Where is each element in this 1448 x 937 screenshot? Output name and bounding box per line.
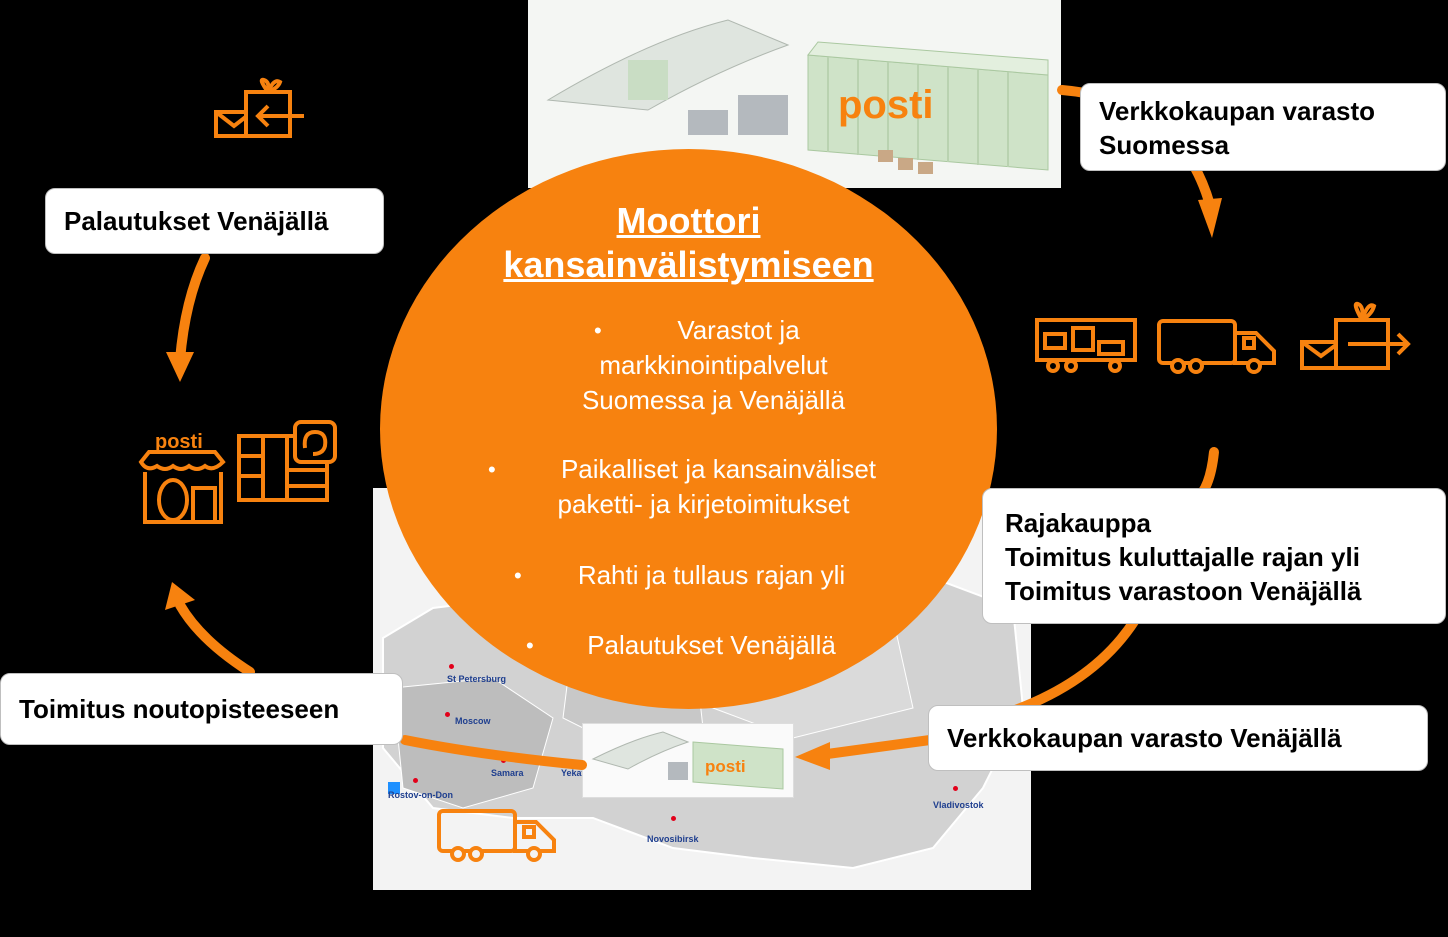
label-line: Suomessa — [1099, 130, 1230, 160]
bullet-freight: • Rahti ja tullaus rajan yli — [380, 558, 997, 593]
circle-title-line2: kansainvälistymiseen — [503, 244, 874, 285]
bullet-dot: • — [488, 457, 496, 482]
label-line: Toimitus kuluttajalle rajan yli — [1005, 542, 1360, 572]
arrow-returns-to-store — [175, 253, 210, 365]
city-dot — [413, 778, 418, 783]
city-rostov-on-don: Rostov-on-Don — [388, 790, 453, 800]
label-border-trade: Rajakauppa Toimitus kuluttajalle rajan y… — [982, 488, 1446, 624]
bullet-warehouses: • Varastot ja markkinointipalvelut Suome… — [380, 313, 997, 418]
label-line: Palautukset Venäjällä — [64, 206, 329, 236]
bullet-returns: • Palautukset Venäjällä — [380, 628, 997, 663]
bullet-line: Suomessa ja Venäjällä — [581, 385, 846, 415]
city-yekat: Yekat — [561, 768, 585, 778]
map-delivery-truck-icon — [437, 809, 556, 862]
warehouse-logo: posti — [838, 83, 934, 127]
city-dot — [953, 786, 958, 791]
label-line: Toimitus noutopisteeseen — [19, 694, 340, 724]
warehouse-small-illustration: posti — [591, 731, 784, 790]
parcel-send-icon — [1300, 301, 1411, 370]
bullet-line: Paikalliset ja kansainväliset — [560, 454, 877, 484]
center-circle: Moottori kansainvälistymiseen • Varastot… — [380, 149, 997, 709]
arrow-head — [795, 742, 830, 770]
circle-title-line1: Moottori — [616, 200, 761, 241]
posti-store-icon: posti — [138, 431, 226, 524]
bullet-deliveries: • Paikalliset ja kansainväliset paketti-… — [380, 452, 997, 522]
parcel-return-icon — [214, 77, 304, 138]
city-moscow: Moscow — [455, 716, 491, 726]
parcel-locker-icon — [237, 420, 337, 502]
warehouse-truck-icon — [1035, 318, 1137, 373]
bullet-line: Rahti ja tullaus rajan yli — [577, 560, 846, 590]
circle-title: Moottori kansainvälistymiseen — [380, 199, 997, 287]
arrow-head — [166, 352, 194, 382]
arrow-head — [165, 582, 195, 610]
label-line: Verkkokaupan varasto — [1099, 96, 1376, 126]
label-returns: Palautukset Venäjällä — [45, 188, 384, 254]
city-novosibirsk: Novosibirsk — [647, 834, 699, 844]
label-finland-warehouse: Verkkokaupan varasto Suomessa — [1080, 83, 1446, 171]
warehouse-photo-russia: posti — [582, 723, 794, 798]
label-line: Toimitus varastoon Venäjällä — [1005, 576, 1362, 606]
bullet-dot: • — [526, 633, 534, 658]
store-logo: posti — [155, 431, 203, 453]
bullet-line: paketti- ja kirjetoimitukset — [557, 489, 850, 519]
bullet-line: Palautukset Venäjällä — [587, 630, 836, 660]
city-samara: Samara — [491, 768, 524, 778]
label-line: Verkkokaupan varasto Venäjällä — [947, 723, 1342, 753]
label-line: Rajakauppa — [1005, 508, 1151, 538]
city-vladivostok: Vladivostok — [933, 800, 984, 810]
label-russia-warehouse: Verkkokaupan varasto Venäjällä — [928, 705, 1428, 771]
city-dot — [671, 816, 676, 821]
city-dot — [449, 664, 454, 669]
arrow-russia-warehouse-to-map — [815, 735, 935, 760]
warehouse-small-logo: posti — [705, 757, 746, 776]
arrow-head — [1198, 198, 1222, 238]
label-pickup-delivery: Toimitus noutopisteeseen — [0, 673, 403, 745]
arrow-map-to-pickup — [400, 735, 587, 770]
map-marker-square — [388, 782, 400, 794]
bullet-line: markkinointipalvelut — [599, 350, 828, 380]
city-dot — [445, 712, 450, 717]
warehouse-illustration: posti — [546, 19, 1049, 174]
bullet-line: Varastot ja — [677, 315, 800, 345]
bullet-dot: • — [514, 563, 522, 588]
arrow-pickup-to-store — [175, 600, 255, 677]
bullet-dot: • — [594, 318, 602, 343]
delivery-truck-icon — [1157, 319, 1276, 374]
city-st-petersburg: St Petersburg — [447, 674, 507, 684]
